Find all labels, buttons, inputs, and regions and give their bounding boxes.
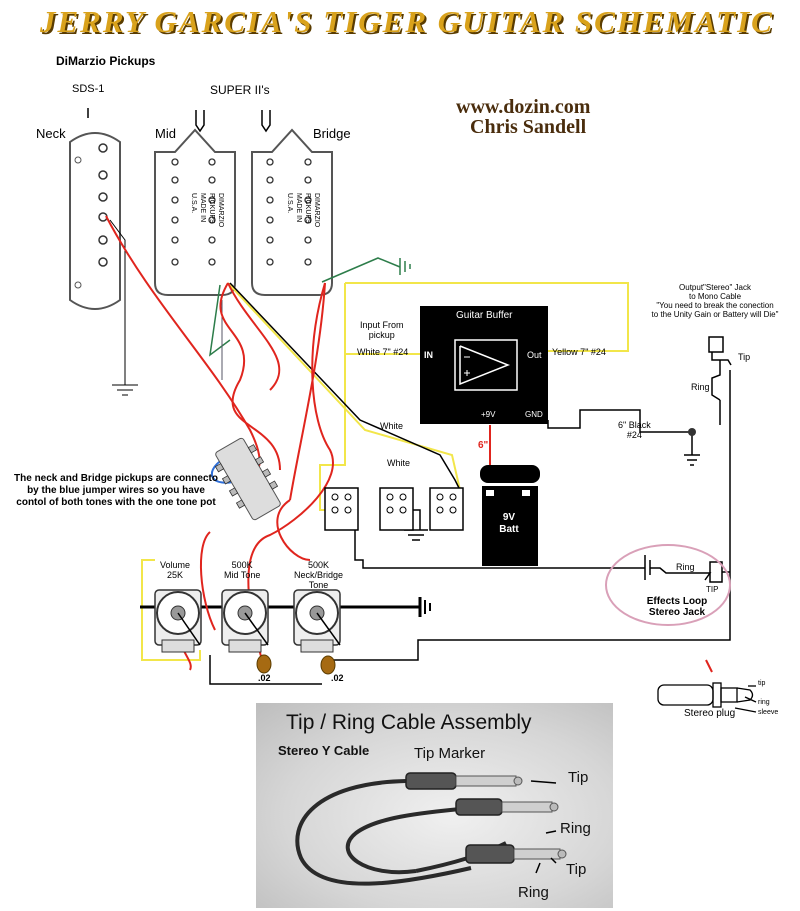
op-amp-symbol <box>459 345 511 386</box>
output-tip-label: Tip <box>738 352 751 362</box>
cable-illustration <box>295 772 567 886</box>
photo-tip-marker: Tip Marker <box>414 745 486 762</box>
white-label-1: White <box>380 421 404 431</box>
effects-loop-jack <box>644 555 730 583</box>
mid-label: Mid <box>155 126 176 141</box>
site-url: www.dozin.com <box>456 96 591 118</box>
mid-tone-label: 500K Mid Tone <box>224 560 261 580</box>
switch-blocks <box>324 487 464 531</box>
black-wire-label: 6" Black #24 <box>618 420 651 440</box>
battery-clip <box>480 465 540 483</box>
buffer-out-label: Out <box>527 350 542 360</box>
photo-ring-2: Ring <box>518 884 549 901</box>
photo-ring-1: Ring <box>560 820 591 837</box>
stereo-plug-label: Stereo plug <box>684 708 736 719</box>
pot-neck-bridge-tone <box>293 589 341 653</box>
bridge-pickup-text: DIMARZIO PICKUPS MADE IN U.S.A. <box>286 193 320 228</box>
white-input-label: White 7" #24 <box>357 347 409 357</box>
photo-title: Tip / Ring Cable Assembly <box>286 711 532 734</box>
green-ground-wire <box>321 257 401 283</box>
pot-mid-tone <box>221 589 269 653</box>
buffer-power-label: +9V <box>481 410 496 419</box>
mid-humbucker <box>154 128 236 296</box>
volume-label: Volume 25K <box>160 560 191 580</box>
effects-ring-label: Ring <box>676 562 695 572</box>
buffer-title: Guitar Buffer <box>456 310 513 321</box>
battery-label: 9V Batt <box>499 512 519 535</box>
bridge-label: Bridge <box>313 126 351 141</box>
effects-loop-label: Effects Loop Stereo Jack <box>646 596 708 618</box>
effects-tip-label: TIP <box>706 585 719 594</box>
five-way-switch <box>214 437 281 521</box>
black-ground-symbol <box>404 454 700 617</box>
red-length-label: 6" <box>478 440 489 451</box>
mid-pickup-text: DIMARZIO PICKUPS MADE IN U.S.A. <box>190 193 224 228</box>
output-ring-label: Ring <box>691 382 710 392</box>
jumper-note: The neck and Bridge pickups are connecto… <box>14 473 218 508</box>
plug-sleeve-label: sleeve <box>758 709 779 716</box>
pot-volume <box>154 589 202 653</box>
battery-body <box>482 486 538 566</box>
pickups-header: DiMarzio Pickups <box>56 54 156 68</box>
plug-ring-label: ring <box>758 699 770 706</box>
output-jack-note: Output"Stereo" Jack to Mono Cable "You n… <box>651 283 779 319</box>
buffer-in-label: IN <box>424 350 433 360</box>
guitar-buffer-box <box>420 306 548 424</box>
photo-subtitle: Stereo Y Cable <box>278 743 370 758</box>
page-title: JERRY GARCIA'S TIGER GUITAR SCHEMATIC <box>40 4 774 39</box>
cable-assembly-photo: Tip / Ring Cable Assembly Stereo Y Cable… <box>256 703 613 908</box>
sds-label: SDS-1 <box>72 83 105 95</box>
cap-mid-value: .02 <box>258 673 271 683</box>
neck-pickup <box>69 132 121 310</box>
neck-label: Neck <box>36 126 66 141</box>
neck-ground-symbol <box>112 384 138 396</box>
input-note: Input From pickup <box>360 320 404 340</box>
yellow-output-label: Yellow 7" #24 <box>552 347 606 357</box>
capacitor-neck-bridge <box>320 655 336 675</box>
stereo-plug <box>657 659 757 713</box>
neck-bridge-tone-label: 500K Neck/Bridge Tone <box>294 560 344 590</box>
photo-tip-2: Tip <box>566 861 587 878</box>
output-jack <box>708 336 732 366</box>
capacitor-mid <box>256 654 272 674</box>
photo-tip-1: Tip <box>568 769 589 786</box>
plug-tip-label: tip <box>758 680 766 687</box>
effects-loop-circle <box>605 544 731 626</box>
author-name: Chris Sandell <box>470 116 587 138</box>
buffer-ground-label: GND <box>525 410 543 419</box>
red-wires <box>105 215 491 671</box>
super-label: SUPER II's <box>210 83 270 97</box>
bridge-humbucker <box>251 128 333 296</box>
cap-neck-bridge-value: .02 <box>331 673 344 683</box>
white-label-2: White <box>387 458 411 468</box>
